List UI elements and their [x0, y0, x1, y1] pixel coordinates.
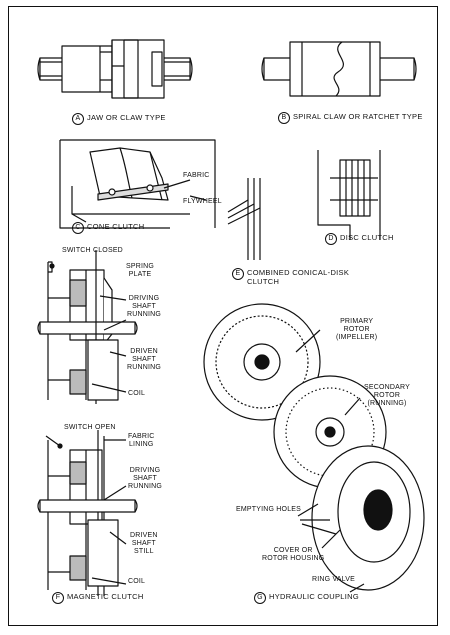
label-driving-shaft-2: DRIVING SHAFT RUNNING — [128, 467, 162, 491]
label-coil-1: COIL — [128, 390, 146, 397]
caption-b: B SPIRAL CLAW OR RATCHET TYPE — [278, 112, 423, 124]
label-shaft-1: SHAFT — [132, 303, 157, 310]
caption-c: C CONE CLUTCH — [72, 222, 144, 234]
badge-e: E — [232, 268, 244, 280]
badge-d: D — [325, 233, 337, 245]
badge-f: F — [52, 592, 64, 604]
label-driving-2: DRIVING — [129, 467, 161, 474]
label-plate: PLATE — [128, 271, 152, 278]
caption-d-text: DISC CLUTCH — [340, 233, 394, 242]
caption-g: G HYDRAULIC COUPLING — [254, 592, 359, 604]
label-spring-plate: SPRING PLATE — [126, 263, 154, 279]
label-rotor-2: ROTOR — [373, 392, 401, 399]
label-running-g: (RUNNING) — [367, 400, 407, 407]
label-still: STILL — [133, 548, 154, 555]
label-fabric-lining: FABRIC LINING — [128, 433, 154, 449]
label-secondary-rotor: SECONDARY ROTOR (RUNNING) — [364, 384, 410, 408]
label-impeller: (IMPELLER) — [336, 334, 378, 341]
figure-frame — [8, 6, 438, 626]
label-secondary: SECONDARY — [364, 384, 411, 391]
magnetic-clutch-open-drawing — [37, 430, 138, 596]
label-running-3: RUNNING — [128, 483, 163, 490]
combined-clutch-drawing — [227, 178, 261, 260]
label-emptying-holes: EMPTYING HOLES — [236, 506, 302, 513]
jaw-clutch-drawing — [37, 39, 193, 99]
badge-c: C — [72, 222, 84, 234]
badge-b: B — [278, 112, 290, 124]
caption-e: E COMBINED CONICAL-DISK CLUTCH — [232, 268, 349, 286]
label-cover-or: COVER OR — [273, 547, 313, 554]
label-shaft-4: SHAFT — [131, 540, 156, 547]
label-shaft-3: SHAFT — [133, 475, 158, 482]
label-coil-2: COIL — [128, 578, 146, 585]
caption-c-text: CONE CLUTCH — [87, 222, 145, 231]
label-rotor-housing: ROTOR HOUSING — [262, 555, 325, 562]
label-switch-closed: SWITCH CLOSED — [62, 247, 123, 254]
caption-e-line1: COMBINED CONICAL-DISK — [247, 268, 350, 277]
label-cover-housing: COVER OR ROTOR HOUSING — [262, 547, 324, 563]
label-driving-1: DRIVING — [128, 295, 160, 302]
spiral-claw-drawing — [261, 41, 417, 97]
label-spring: SPRING — [126, 263, 155, 270]
label-ring-valve: RING VALVE — [312, 576, 355, 583]
label-driving-shaft-1: DRIVING SHAFT RUNNING — [127, 295, 161, 319]
label-primary: PRIMARY — [340, 318, 374, 325]
cone-clutch-drawing — [59, 139, 216, 229]
label-driven-shaft-1: DRIVEN SHAFT RUNNING — [127, 348, 161, 372]
label-driven-shaft-2: DRIVEN SHAFT STILL — [130, 532, 158, 556]
caption-e-text: COMBINED CONICAL-DISK CLUTCH — [247, 268, 349, 286]
caption-e-line2: CLUTCH — [247, 277, 280, 286]
label-running-2: RUNNING — [127, 364, 162, 371]
label-lining: LINING — [128, 441, 154, 448]
label-switch-open: SWITCH OPEN — [64, 424, 116, 431]
caption-a-text: JAW OR CLAW TYPE — [87, 113, 166, 122]
badge-g: G — [254, 592, 266, 604]
caption-b-text: SPIRAL CLAW OR RATCHET TYPE — [293, 112, 423, 121]
label-fabric-2: FABRIC — [128, 433, 155, 440]
caption-f: F MAGNETIC CLUTCH — [52, 592, 144, 604]
magnetic-clutch-closed-drawing — [37, 250, 138, 404]
label-primary-rotor: PRIMARY ROTOR (IMPELLER) — [336, 318, 377, 342]
hydraulic-coupling-drawing — [203, 303, 425, 593]
label-fabric: FABRIC — [183, 172, 210, 179]
label-flywheel: FLYWHEEL — [183, 198, 222, 205]
label-rotor-1: ROTOR — [343, 326, 370, 333]
disc-clutch-drawing — [317, 150, 381, 240]
label-driven-2: DRIVEN — [130, 532, 158, 539]
caption-f-text: MAGNETIC CLUTCH — [67, 592, 144, 601]
label-driven-1: DRIVEN — [130, 348, 158, 355]
caption-g-text: HYDRAULIC COUPLING — [269, 592, 359, 601]
caption-d: D DISC CLUTCH — [325, 233, 394, 245]
badge-a: A — [72, 113, 84, 125]
label-running-1: RUNNING — [127, 311, 162, 318]
label-shaft-2: SHAFT — [132, 356, 157, 363]
caption-a: A JAW OR CLAW TYPE — [72, 113, 166, 125]
